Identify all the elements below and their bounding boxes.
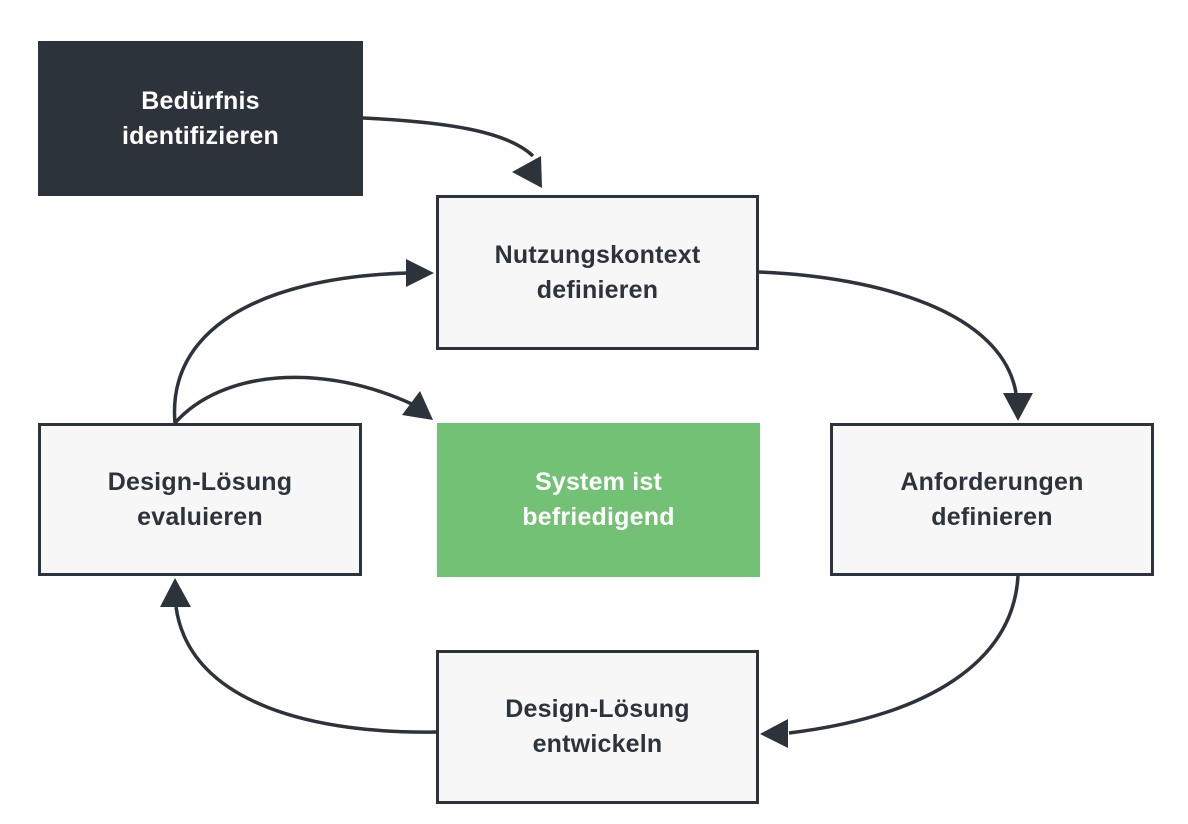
node-label-line: befriedigend (522, 503, 675, 531)
node-label-line: definieren (536, 275, 659, 304)
node-label-line: Design-Lösung (107, 467, 293, 496)
node-system-ist-befriedigend: System ist befriedigend (437, 423, 760, 577)
edge-evaluieren-to-nutzungskontext-arrowhead-icon (406, 259, 434, 287)
node-anforderungen-definieren: Anforderungen definieren (830, 423, 1154, 576)
edge-entwickeln-to-evaluieren-path (174, 606, 437, 734)
edge-anforderungen-to-entwickeln-path (788, 575, 1020, 735)
node-design-loesung-evaluieren: Design-Lösung evaluieren (38, 423, 362, 576)
node-label-line: Bedürfnis (141, 86, 260, 115)
edge-nutzungskontext-to-anforderungen-path (758, 270, 1018, 394)
node-label-line: Design-Lösung (505, 695, 690, 723)
node-design-loesung-entwickeln: Design-Lösung entwickeln (436, 650, 759, 804)
node-nutzungskontext-definieren: Nutzungskontext definieren (436, 195, 759, 350)
edge-entwickeln-to-evaluieren-arrowhead-icon (160, 578, 191, 607)
node-label-line: System ist (534, 468, 663, 496)
edge-evaluieren-to-system-path (173, 375, 415, 425)
node-beduerfnis-identifizieren: Bedürfnis identifizieren (38, 41, 363, 196)
edge-beduerfnis-to-nutzungskontext-path (362, 116, 535, 158)
node-label-line: Nutzungskontext (494, 240, 701, 269)
edge-evaluieren-to-nutzungskontext-path (172, 271, 408, 424)
node-label-line: identifizieren (122, 121, 279, 150)
edge-evaluieren-to-system-arrowhead-icon (402, 391, 433, 420)
edge-nutzungskontext-to-anforderungen-arrowhead-icon (1003, 393, 1033, 421)
node-label-line: Anforderungen (900, 467, 1084, 496)
node-label-line: evaluieren (137, 502, 263, 531)
edge-anforderungen-to-entwickeln-arrowhead-icon (760, 719, 788, 748)
node-label-line: entwickeln (532, 730, 663, 758)
node-label-line: definieren (931, 502, 1053, 531)
edge-beduerfnis-to-nutzungskontext-arrowhead-icon (512, 156, 542, 188)
